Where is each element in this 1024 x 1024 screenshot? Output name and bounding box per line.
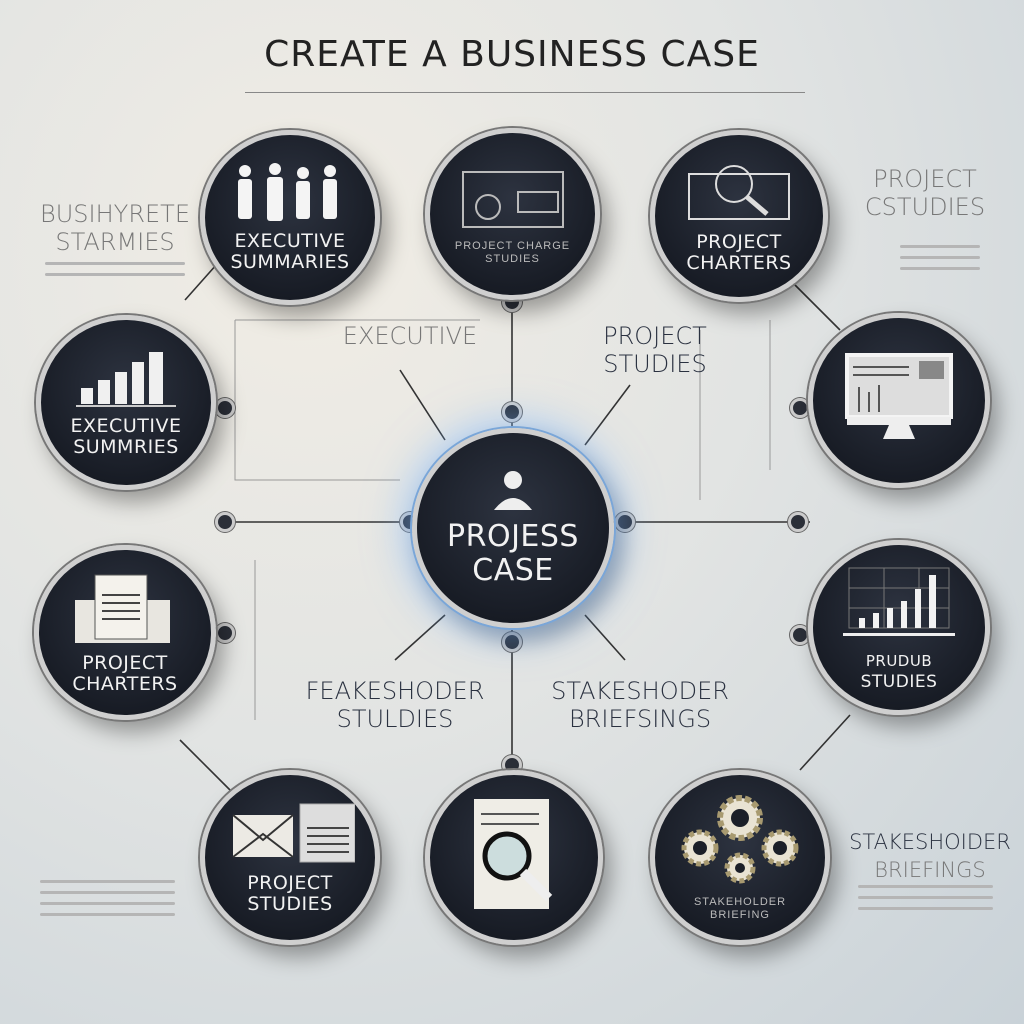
floating-label-executive: EXECUTIVE	[342, 322, 478, 350]
bar-chart-icon	[76, 351, 176, 407]
equipment-icon	[461, 171, 564, 228]
connector-dot	[215, 512, 235, 532]
text-lines	[858, 885, 993, 918]
node-search-document[interactable]	[425, 770, 603, 945]
node-prudub-studies[interactable]: PRUDUB STUDIES	[808, 540, 990, 715]
connector-dot	[215, 398, 235, 418]
connector-dot	[790, 625, 810, 645]
node-executive-summries[interactable]: EXECUTIVE SUMMRIES	[36, 315, 216, 490]
search-document-icon	[474, 798, 553, 909]
connector-dot	[215, 623, 235, 643]
central-node-projess-case[interactable]: PROJESS CASE	[412, 428, 614, 628]
page-title: CREATE A BUSINESS CASE	[264, 34, 760, 75]
person-icon	[494, 471, 532, 510]
connector-dot	[502, 402, 522, 422]
node-executive-summaries[interactable]: EXECUTIVE SUMMARIES	[200, 130, 380, 305]
title-divider	[245, 92, 805, 93]
connector-dot	[788, 512, 808, 532]
connector-dot	[615, 512, 635, 532]
text-lines	[45, 262, 185, 284]
connector-dot	[790, 398, 810, 418]
envelope-document-icon	[232, 803, 355, 863]
connector-dot	[502, 632, 522, 652]
node-monitor[interactable]	[808, 313, 990, 488]
node-stakeholder-briefing[interactable]: STAKEHOLDER BRIEFING	[650, 770, 830, 945]
text-lines	[900, 245, 980, 278]
monitor-icon	[845, 352, 953, 439]
node-project-charters-left[interactable]: PROJECT CHARTERS	[34, 545, 216, 720]
node-project-charge-studies[interactable]: PROJECT CHARGE STUDIES	[425, 128, 600, 300]
gears-icon	[681, 795, 799, 884]
text-lines	[40, 880, 175, 924]
growth-chart-icon	[843, 567, 955, 636]
people-icon	[238, 162, 337, 221]
documents-icon	[75, 574, 170, 643]
magnifier-document-icon	[688, 164, 790, 220]
node-project-charters-top[interactable]: PROJECT CHARTERS	[650, 130, 828, 302]
node-project-studies[interactable]: PROJECT STUDIES	[200, 770, 380, 945]
